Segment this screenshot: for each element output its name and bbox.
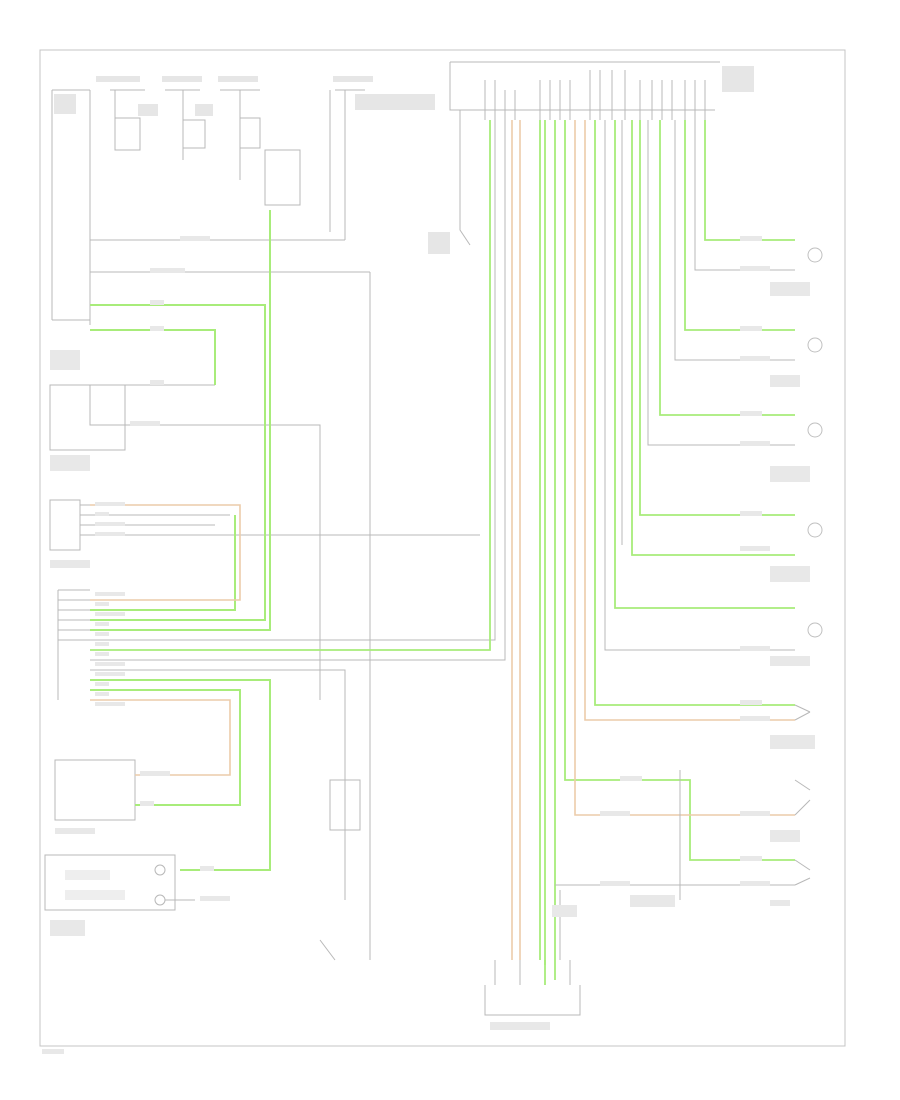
left-label-blocks — [50, 236, 230, 936]
diagram-frame — [39, 49, 846, 1047]
gauge-1 — [807, 247, 823, 263]
right-switches — [794, 704, 811, 886]
gauge-5 — [807, 622, 823, 638]
green-wires-left — [90, 210, 271, 871]
right-label-blocks — [600, 236, 815, 907]
center-relay — [319, 779, 361, 961]
bottom-connector — [484, 890, 581, 1016]
gauge-3 — [807, 422, 823, 438]
label-blocks — [54, 66, 754, 254]
center-busses — [90, 120, 506, 960]
top-fuse-group — [51, 89, 370, 325]
right-green-wires — [90, 120, 795, 980]
bottom-left-devices — [65, 864, 195, 906]
gauge-2 — [807, 337, 823, 353]
orange-wires-left — [90, 504, 241, 776]
footer-code-block — [42, 1049, 64, 1054]
left-connector-block — [44, 589, 176, 911]
right-gauges — [807, 247, 823, 638]
bottom-connector-labels — [490, 905, 577, 1030]
gauge-4 — [807, 522, 823, 538]
top-right-harness — [449, 61, 720, 246]
